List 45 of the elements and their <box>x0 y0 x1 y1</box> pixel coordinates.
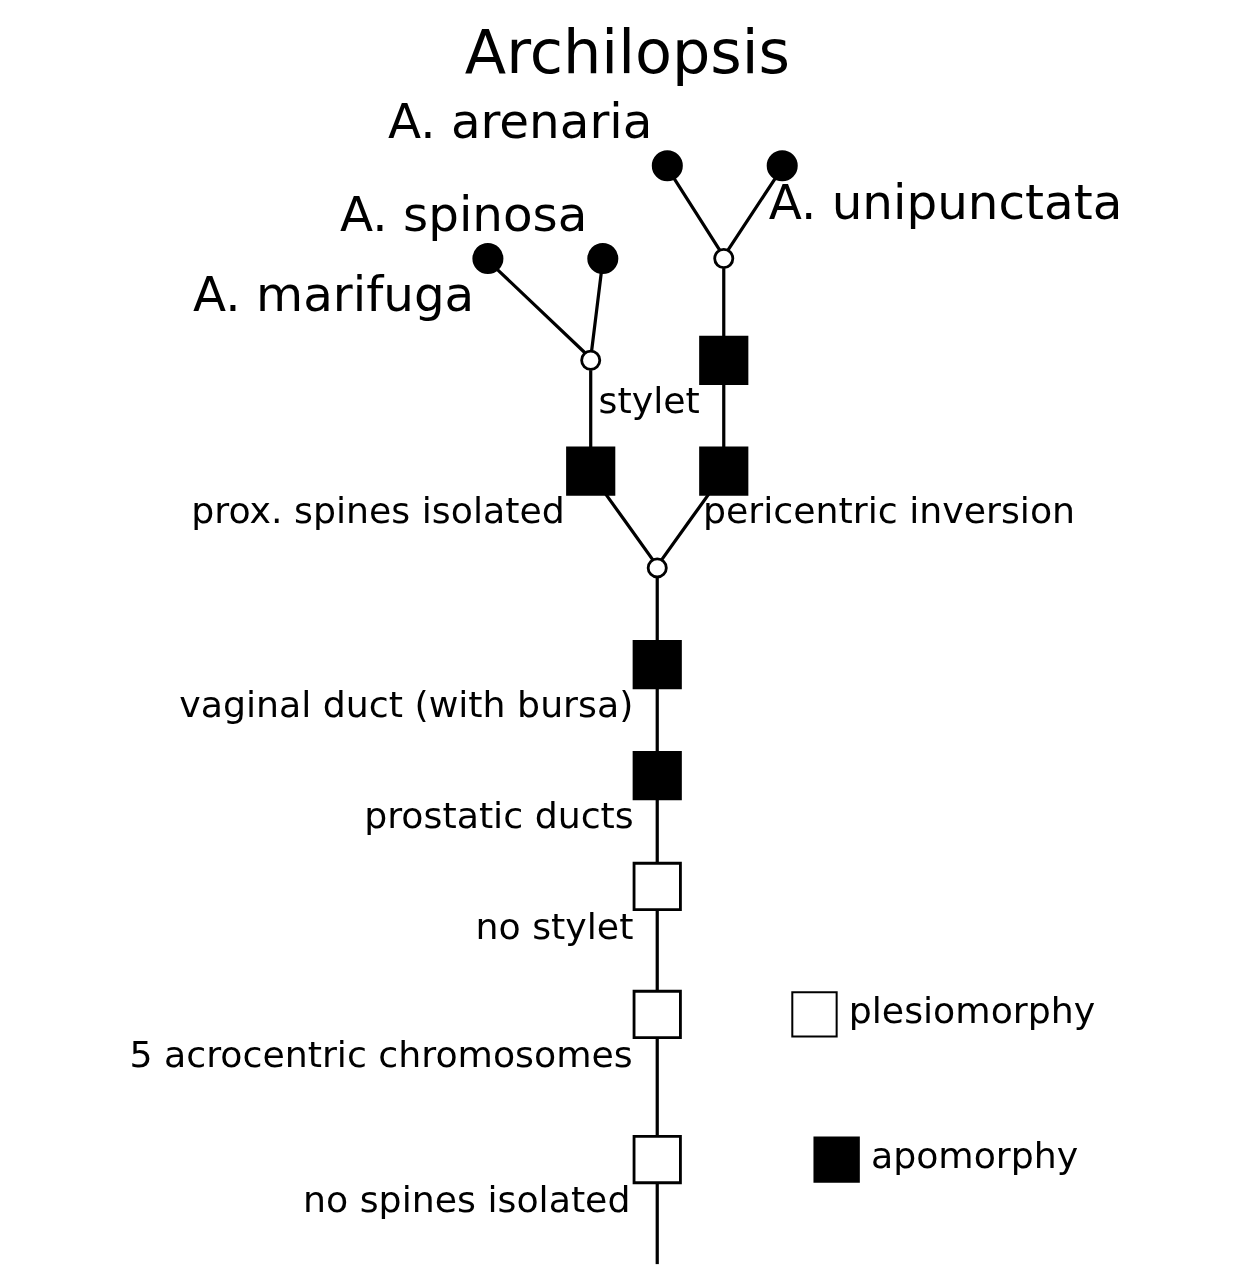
node-label: A. arenaria <box>387 92 653 149</box>
connector <box>722 268 726 337</box>
connector <box>672 177 722 251</box>
node-box <box>632 750 682 801</box>
node-label: A. spinosa <box>339 185 588 242</box>
node-circle <box>646 557 668 579</box>
node-label: no spines isolated <box>303 1177 631 1221</box>
node-label: prostatic ducts <box>364 793 634 837</box>
node-box <box>632 861 682 911</box>
node-label: 5 acrocentric chromosomes <box>129 1032 633 1076</box>
node-label: pericentric inversion <box>703 489 1076 533</box>
node-circle <box>713 248 735 269</box>
node-box <box>632 1135 682 1185</box>
node-circle <box>651 150 683 182</box>
node-circle <box>587 242 619 274</box>
node-box <box>699 335 749 385</box>
legend-label: apomorphy <box>870 1134 1079 1178</box>
node-label: A. marifuga <box>193 266 475 323</box>
legend-label: plesiomorphy <box>848 989 1096 1033</box>
node-box <box>632 989 682 1040</box>
node-circle <box>580 349 602 371</box>
connector <box>655 688 659 752</box>
connector <box>589 370 593 448</box>
node-label: A. unipunctata <box>768 173 1123 230</box>
node-circle <box>766 150 798 182</box>
node-box <box>566 446 616 496</box>
node-box <box>699 446 749 496</box>
connector <box>722 383 726 448</box>
connector <box>655 909 659 991</box>
connector <box>655 1183 659 1265</box>
node-label: no stylet <box>475 904 634 948</box>
node-label: stylet <box>598 378 700 422</box>
node-label: vaginal duct (with bursa) <box>179 682 634 726</box>
connector <box>604 493 655 561</box>
connector <box>496 268 587 355</box>
node-label: prox. spines isolated <box>191 489 565 533</box>
diagram-title: Archilopsis <box>464 17 791 88</box>
connector <box>655 577 659 642</box>
connector <box>589 272 603 352</box>
node-circle <box>472 242 504 274</box>
node-box <box>632 640 682 690</box>
connector <box>726 177 777 251</box>
connector <box>660 493 710 561</box>
connector <box>655 799 659 863</box>
connector <box>655 1038 659 1137</box>
